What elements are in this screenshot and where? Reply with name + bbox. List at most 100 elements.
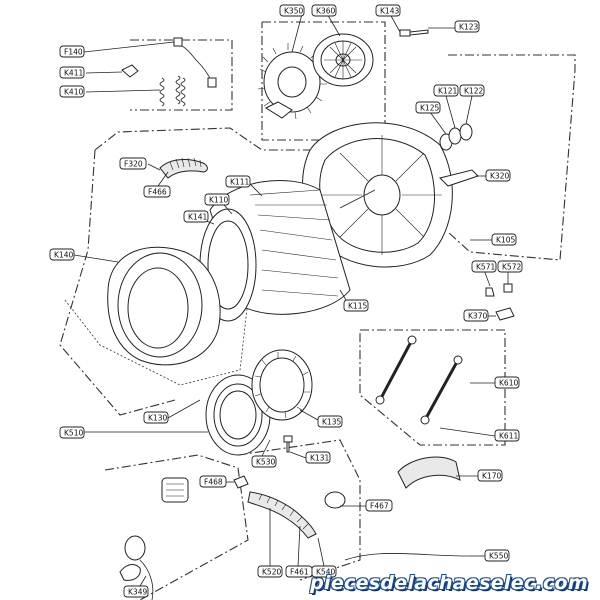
dampers-part <box>375 335 463 425</box>
label-K572: K572 <box>497 260 523 273</box>
svg-text:K360: K360 <box>316 7 335 16</box>
label-K115: K115 <box>343 299 369 312</box>
label-K350: K350 <box>279 4 305 17</box>
svg-text:K130: K130 <box>148 414 167 423</box>
bolt-part <box>399 29 429 37</box>
elbow-part <box>495 307 515 321</box>
svg-text:K140: K140 <box>54 251 73 260</box>
label-K135: K135 <box>317 415 343 428</box>
svg-text:K510: K510 <box>64 429 83 438</box>
assembly-boundaries <box>59 21 576 600</box>
svg-text:K320: K320 <box>490 172 509 181</box>
label-K125: K125 <box>415 101 441 114</box>
label-F320: F320 <box>119 157 147 170</box>
svg-text:K410: K410 <box>64 88 83 97</box>
label-K141: K141 <box>183 210 209 223</box>
label-F140: F140 <box>59 45 85 58</box>
label-K122: K122 <box>459 84 485 97</box>
svg-text:K121: K121 <box>438 87 457 96</box>
clip-part <box>121 64 139 78</box>
label-K370: K370 <box>463 309 489 322</box>
label-K111: K111 <box>225 175 251 188</box>
label-K130: K130 <box>143 411 169 424</box>
watermark: piecesdelachaeselec.com <box>310 572 588 594</box>
label-F467: F467 <box>365 499 393 512</box>
label-K123: K123 <box>454 20 480 33</box>
label-K360: K360 <box>311 4 337 17</box>
svg-text:K170: K170 <box>482 472 501 481</box>
svg-text:K520: K520 <box>262 568 281 577</box>
label-K611: K611 <box>494 429 520 442</box>
svg-text:K572: K572 <box>502 263 521 272</box>
small-clip-part-1 <box>485 287 495 297</box>
svg-text:K122: K122 <box>464 87 483 96</box>
springs-part <box>159 75 186 107</box>
small-clip-part-2 <box>503 283 513 293</box>
svg-text:K115: K115 <box>348 302 367 311</box>
label-K105: K105 <box>491 233 517 246</box>
svg-text:K141: K141 <box>188 213 207 222</box>
svg-text:K611: K611 <box>499 432 518 441</box>
label-K571: K571 <box>471 260 497 273</box>
screw-part <box>283 435 293 453</box>
svg-text:K135: K135 <box>322 418 341 427</box>
label-K143: K143 <box>375 4 401 17</box>
drain-hose-part <box>247 491 317 539</box>
svg-text:K530: K530 <box>256 458 275 467</box>
seal-part-3 <box>459 123 473 141</box>
drum-part <box>199 180 376 322</box>
svg-text:K349: K349 <box>128 588 147 597</box>
label-K550: K550 <box>484 549 510 562</box>
label-K110: K110 <box>204 193 230 206</box>
label-K410: K410 <box>59 85 85 98</box>
label-K131: K131 <box>305 451 331 464</box>
svg-text:F466: F466 <box>148 188 167 197</box>
stator-part <box>257 43 327 120</box>
svg-text:K111: K111 <box>230 178 249 187</box>
svg-text:K131: K131 <box>310 454 329 463</box>
harness-part <box>177 43 213 83</box>
svg-text:K125: K125 <box>420 104 439 113</box>
svg-text:K411: K411 <box>64 69 83 78</box>
label-K121: K121 <box>433 84 459 97</box>
svg-text:K105: K105 <box>496 236 515 245</box>
cable-part <box>344 552 471 561</box>
svg-text:K123: K123 <box>459 23 478 32</box>
svg-text:F468: F468 <box>204 478 223 487</box>
svg-text:K110: K110 <box>209 196 228 205</box>
label-F468: F468 <box>199 475 227 488</box>
label-K540: K540 <box>311 565 337 578</box>
rear-tub-part <box>302 122 453 268</box>
label-K520: K520 <box>257 565 283 578</box>
label-F461: F461 <box>285 565 313 578</box>
label-K170: K170 <box>477 469 503 482</box>
label-F466: F466 <box>143 185 171 198</box>
svg-text:F320: F320 <box>124 160 143 169</box>
label-K349: K349 <box>123 585 149 598</box>
rotor-part <box>312 33 374 87</box>
svg-text:K143: K143 <box>380 7 399 16</box>
svg-text:K571: K571 <box>476 263 495 272</box>
hose-clamp-part <box>324 491 346 509</box>
svg-text:K550: K550 <box>489 552 508 561</box>
label-K510: K510 <box>59 426 85 439</box>
svg-text:K540: K540 <box>316 568 335 577</box>
leader-lines <box>73 11 509 587</box>
svg-text:K610: K610 <box>499 379 518 388</box>
seal-part-2 <box>448 127 462 145</box>
hose-clip-part <box>233 475 249 489</box>
svg-text:K370: K370 <box>468 312 487 321</box>
label-K530: K530 <box>251 455 277 468</box>
svg-text:F467: F467 <box>370 502 389 511</box>
clamp-ring-part <box>251 349 313 421</box>
label-K320: K320 <box>485 169 511 182</box>
svg-text:F140: F140 <box>64 48 83 57</box>
svg-text:K350: K350 <box>284 7 303 16</box>
label-K610: K610 <box>494 376 520 389</box>
label-K140: K140 <box>49 248 75 261</box>
drain-pump-part <box>119 477 189 600</box>
svg-text:F461: F461 <box>290 568 309 577</box>
counterweight-part <box>397 456 461 489</box>
parts <box>107 29 515 600</box>
